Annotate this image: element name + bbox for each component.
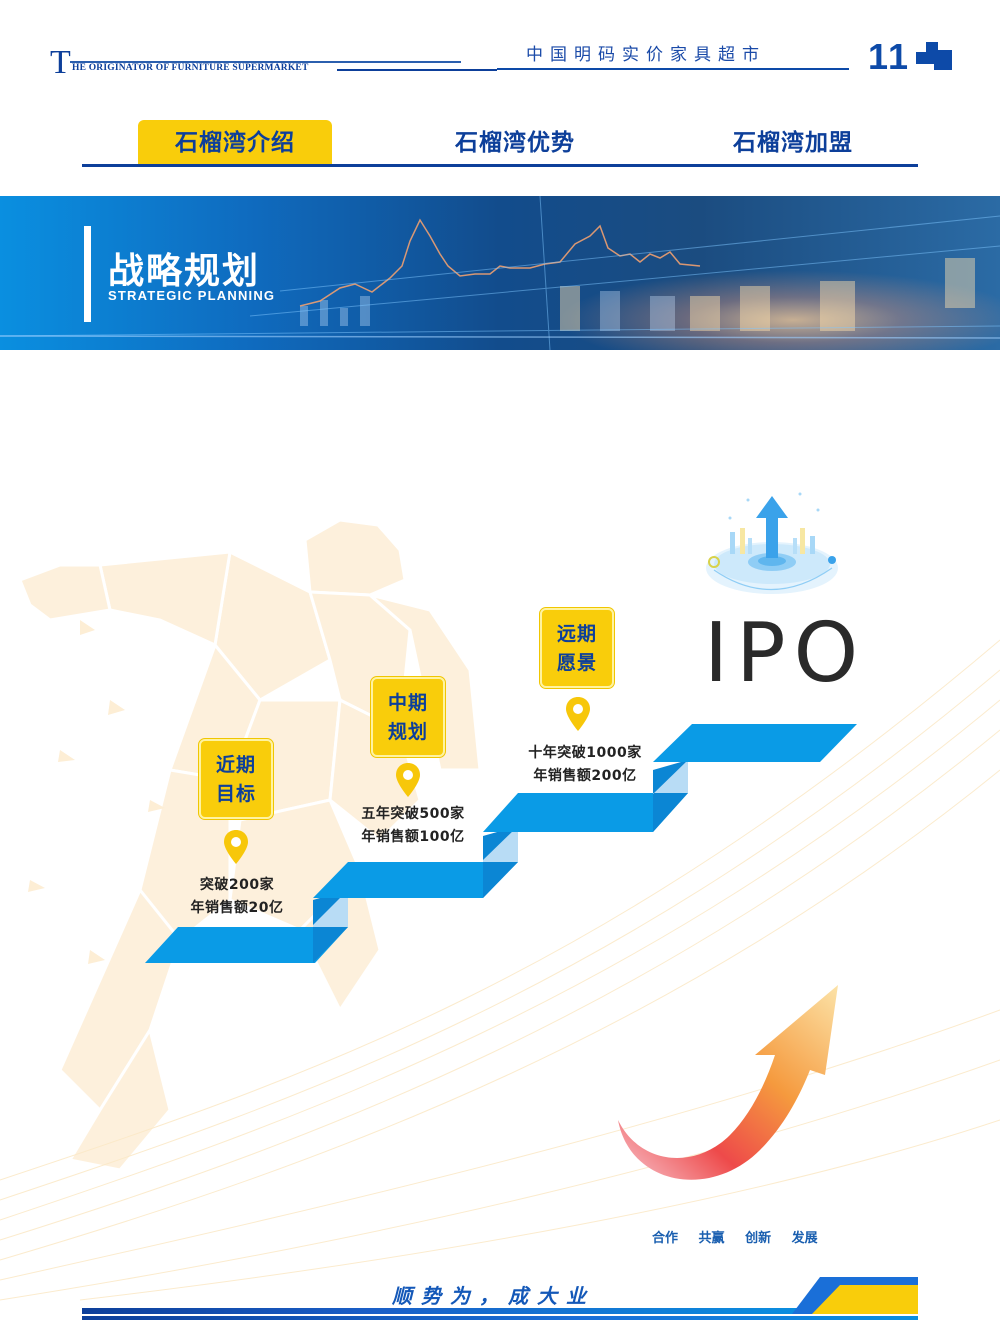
banner-title: 战略规划: [108, 251, 261, 292]
location-pin-icon: [566, 697, 590, 731]
tagline-text: HE ORIGINATOR OF FURNITURE SUPERMARKET: [72, 63, 309, 73]
target-line: 年销售额100亿: [361, 829, 465, 845]
banner-glow: [540, 266, 1000, 350]
target-line: 突破200家: [199, 877, 275, 893]
badge-line: 中期: [387, 692, 428, 714]
tab-introduction[interactable]: 石榴湾介绍: [138, 120, 332, 164]
tab-franchise[interactable]: 石榴湾加盟: [733, 130, 853, 156]
growth-platform-icon: [706, 492, 838, 594]
value-cooperation: 合作: [652, 1231, 679, 1246]
tagline-initial: T: [50, 44, 71, 81]
target-line: 年销售额200亿: [533, 768, 637, 784]
header-chinese-title: 中国明码实价家具超市: [526, 45, 766, 65]
tabs-underline: [82, 164, 918, 167]
stage-target-mid-term: 五年突破500家 年销售额100亿: [343, 803, 483, 849]
stage-badge-near-term: 近期 目标: [198, 738, 274, 820]
ipo-goal-text: IPO: [704, 606, 867, 701]
tab-advantages[interactable]: 石榴湾优势: [455, 130, 575, 156]
badge-line: 近期: [215, 754, 256, 776]
header-rule-chinese: [497, 68, 849, 70]
stock-chart-graphic: [0, 196, 1000, 350]
stage-target-near-term: 突破200家 年销售额20亿: [172, 874, 302, 920]
badge-line: 远期: [556, 623, 597, 645]
stage-badge-long-term: 远期 愿景: [539, 607, 615, 689]
value-win-win: 共赢: [698, 1231, 725, 1246]
stage-badge-mid-term: 中期 规划: [370, 676, 446, 758]
badge-line: 愿景: [556, 652, 597, 674]
banner-subtitle: STRATEGIC PLANNING: [108, 288, 276, 303]
footer-corner-graphic: [792, 1277, 918, 1314]
header-rule-english: [337, 69, 497, 71]
badge-line: 规划: [387, 721, 428, 743]
badge-line: 目标: [215, 783, 256, 805]
flowing-lines-graphic: [0, 639, 1000, 1301]
target-line: 五年突破500家: [361, 806, 465, 822]
footer-slogan: 顺势为，成大业: [392, 1284, 595, 1308]
section-banner: 战略规划 STRATEGIC PLANNING: [0, 196, 1000, 350]
stage-target-long-term: 十年突破1000家 年销售额200亿: [510, 742, 660, 788]
footer-rule-top: [82, 1308, 812, 1314]
blocks-logo-icon: [916, 42, 952, 70]
target-line: 十年突破1000家: [528, 745, 642, 761]
rising-arrow-icon: [618, 985, 838, 1180]
banner-accent-bar: [84, 226, 91, 322]
page-number: 11: [868, 36, 911, 77]
footer-rule-bottom: [82, 1316, 918, 1320]
core-values: 合作 共赢 创新 发展: [652, 1227, 834, 1246]
location-pin-icon: [224, 830, 248, 864]
location-pin-icon: [396, 763, 420, 797]
section-tabs: 石榴湾介绍 石榴湾优势 石榴湾加盟: [82, 118, 918, 167]
target-line: 年销售额20亿: [190, 900, 284, 916]
value-innovation: 创新: [745, 1231, 772, 1246]
value-development: 发展: [791, 1231, 818, 1246]
header-rule-top: [70, 61, 461, 63]
